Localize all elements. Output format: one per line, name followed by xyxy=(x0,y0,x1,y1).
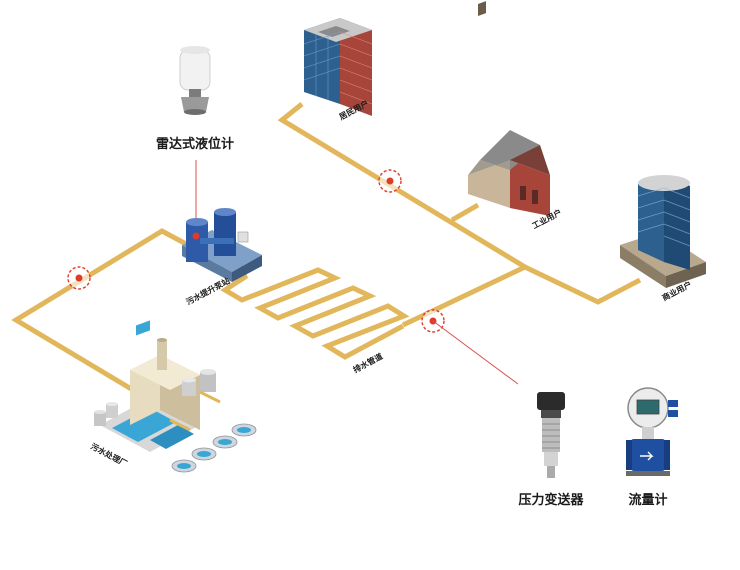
pipe-drainage-main xyxy=(401,264,527,328)
residential-building-icon xyxy=(303,18,373,116)
monitor-point-1 xyxy=(378,169,402,193)
label-radar-level-meter: 雷达式液位计 xyxy=(156,136,234,152)
pipe-network xyxy=(11,102,642,393)
monitor-point-2 xyxy=(67,266,91,290)
label-flow-meter: 流量计 xyxy=(628,492,667,508)
radar-level-meter-icon xyxy=(179,46,211,115)
pipe-serpentine xyxy=(220,264,410,360)
flow-meter-icon xyxy=(626,387,678,476)
label-drainage-pipe: 排水管道 xyxy=(351,351,384,375)
pipe-industrial-branch xyxy=(450,202,480,223)
label-sewage-plant: 污水处理厂 xyxy=(89,441,129,469)
label-pressure-transmitter: 压力变送器 xyxy=(518,492,584,508)
sewage-pump-station-icon xyxy=(182,208,262,282)
industrial-building-icon xyxy=(468,1,550,216)
pressure-transmitter-icon xyxy=(537,392,565,478)
sewage-plant-icon xyxy=(94,320,257,473)
pipe-residential-line xyxy=(277,102,642,305)
commercial-building-icon xyxy=(620,175,706,288)
leader-line-pressure xyxy=(432,320,519,385)
